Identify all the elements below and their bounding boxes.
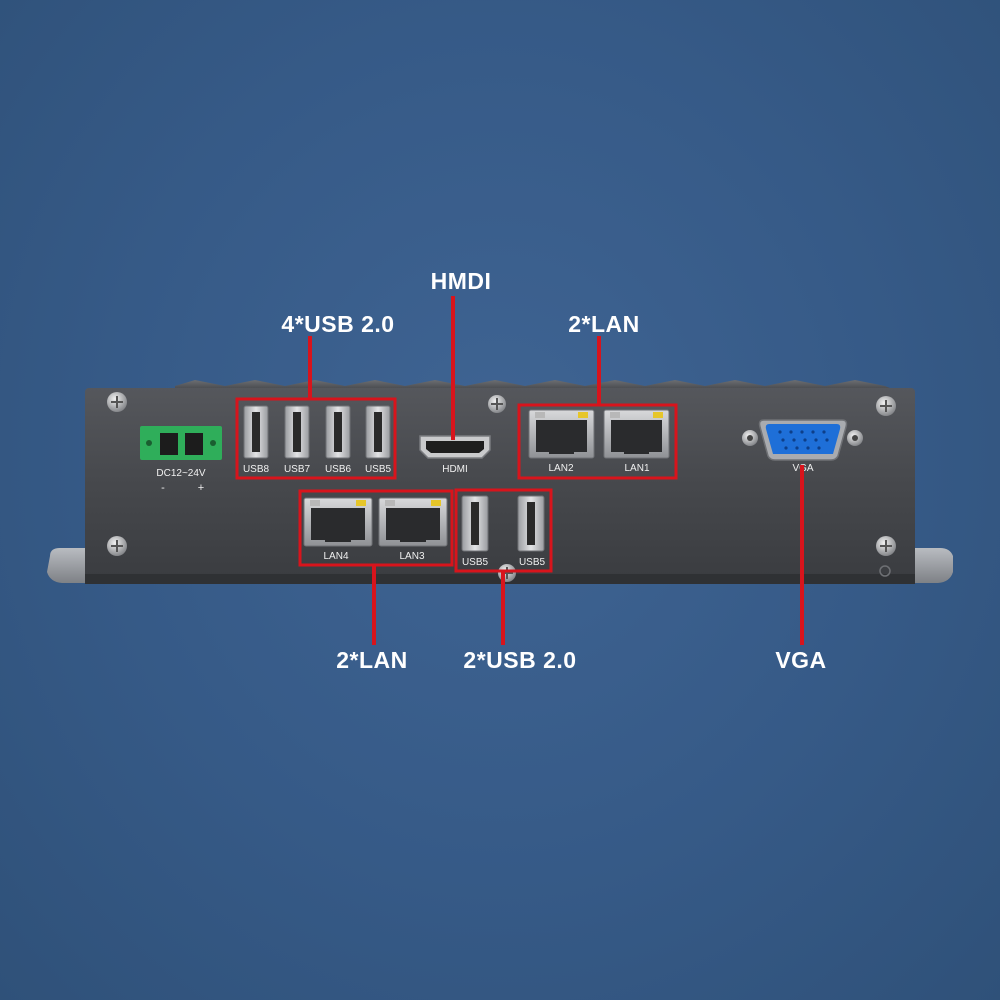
hdmi-port-label: HDMI	[442, 464, 468, 475]
screw-icon	[498, 564, 516, 582]
lan4-label: LAN4	[323, 551, 348, 562]
usb5-a-label: USB5	[462, 557, 489, 568]
dc-minus-label: -	[161, 482, 165, 494]
chassis-face	[85, 388, 915, 584]
lan-port-lan2	[528, 409, 595, 459]
screw-icon	[876, 536, 896, 556]
usb-bottom-callout-label: 2*USB 2.0	[463, 647, 577, 673]
usb-top-callout-label: 4*USB 2.0	[281, 311, 395, 337]
dc-power-label: DC12~24V	[156, 468, 206, 479]
usb-top-highlight-box	[235, 397, 397, 480]
screw-icon	[488, 395, 506, 413]
vga-screw-icon	[742, 430, 758, 446]
led-indicator	[879, 565, 891, 577]
usb5-b-label: USB5	[519, 557, 546, 568]
lan-bottom-callout-label: 2*LAN	[336, 647, 408, 673]
lan3-label: LAN3	[399, 551, 424, 562]
usb-port-usb6	[325, 405, 351, 459]
chassis-bottom-edge	[85, 574, 915, 584]
lan-port-lan1	[603, 409, 670, 459]
usb5-top-label: USB5	[365, 464, 392, 475]
screw-icon	[876, 396, 896, 416]
usb-port-usb7	[284, 405, 310, 459]
lan2-label: LAN2	[548, 463, 573, 474]
vga-callout-label: VGA	[775, 647, 827, 673]
usb-port-usb5-a	[461, 495, 489, 552]
usb6-label: USB6	[325, 464, 352, 475]
lan-port-lan4	[303, 497, 373, 547]
usb-port-usb8	[243, 405, 269, 459]
usb-port-usb5-b	[517, 495, 545, 552]
hdmi-callout-label: HMDI	[430, 268, 492, 294]
screw-icon	[107, 536, 127, 556]
screw-icon	[107, 392, 127, 412]
usb7-label: USB7	[284, 464, 311, 475]
dc-plus-label: +	[198, 482, 204, 494]
lan-port-lan3	[378, 497, 448, 547]
dc-power-connector	[140, 426, 222, 460]
usb-port-usb5	[365, 405, 391, 459]
dc-terminal	[160, 433, 178, 455]
lan-top-callout-label: 2*LAN	[568, 311, 640, 337]
dc-terminal	[185, 433, 203, 455]
lan1-label: LAN1	[624, 463, 649, 474]
vga-screw-icon	[847, 430, 863, 446]
usb8-label: USB8	[243, 464, 270, 475]
